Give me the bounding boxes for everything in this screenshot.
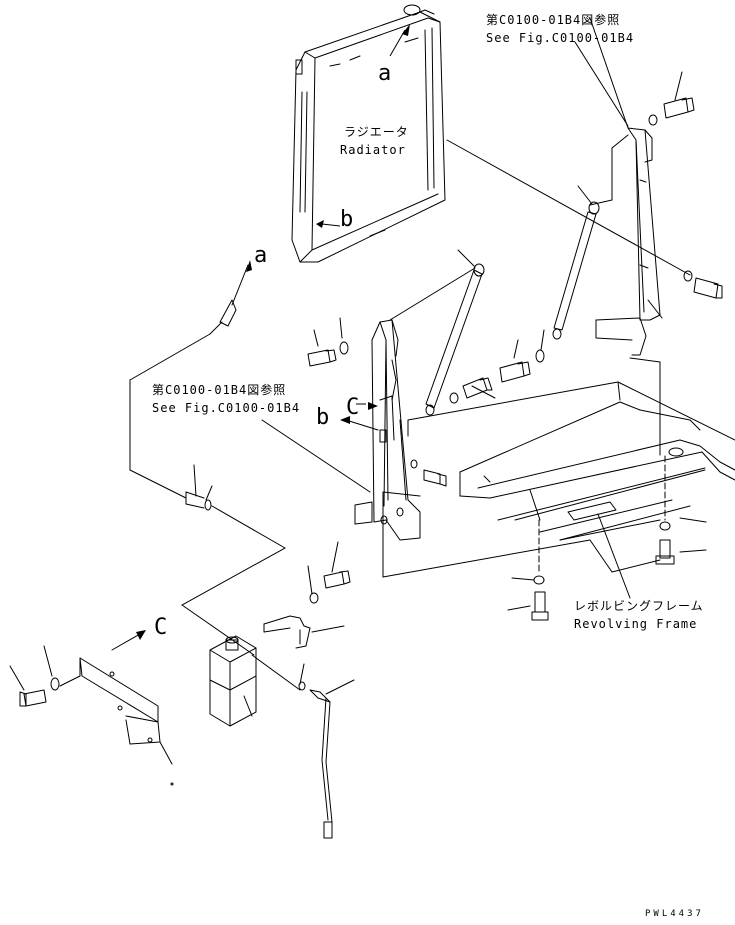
stay-rod-right — [552, 185, 600, 340]
callout-b-radiator: b — [340, 207, 353, 232]
leader-line — [574, 41, 629, 127]
bolt-frame-bottom — [507, 519, 549, 621]
arrow-to-c-tank — [136, 630, 146, 640]
overflow-hose — [129, 264, 286, 656]
leader-line — [589, 17, 629, 129]
ref-top-jp: 第C0100-01B4図参照 — [486, 12, 620, 27]
radiator — [291, 4, 446, 263]
ref-top-en: See Fig.C0100-01B4 — [486, 31, 634, 45]
leader-line — [261, 419, 371, 493]
arrow-to-c-bracket — [368, 402, 378, 410]
bolt-upper-right — [648, 71, 695, 126]
stay-rod-left — [425, 249, 485, 416]
frame-outline — [629, 357, 661, 456]
upper-right-bracket — [589, 127, 663, 356]
bolt-right-side — [683, 270, 723, 299]
leader-line — [111, 633, 141, 651]
frame-outline — [382, 491, 421, 578]
drawing-code: PWL4437 — [645, 909, 704, 919]
bolt-tank-bracket — [9, 645, 81, 707]
ref-mid-jp: 第C0100-01B4図参照 — [152, 382, 286, 397]
revolving-frame — [407, 381, 735, 541]
drain-hose — [251, 654, 355, 839]
leader-line — [597, 513, 631, 599]
bolt-mid-right — [499, 329, 545, 383]
frame-outline — [382, 539, 661, 578]
arrow-a-radiator — [402, 24, 410, 36]
radiator-label-en: Radiator — [340, 143, 406, 157]
callout-b-bracket: b — [316, 405, 329, 430]
ref-mid-en: See Fig.C0100-01B4 — [152, 401, 300, 415]
bolt-center-small — [410, 459, 447, 487]
callout-c-tank-bracket: C — [154, 615, 167, 640]
frame-label-en: Revolving Frame — [574, 617, 697, 631]
callout-a-radiator: a — [378, 61, 391, 86]
arrow-b-radiator — [316, 220, 324, 228]
callout-a-hose: a — [254, 243, 267, 268]
bolt-frame-right — [655, 455, 707, 565]
arrow-a-hose — [246, 260, 252, 272]
leader-line — [345, 419, 379, 431]
bolt-mid-center — [449, 377, 496, 404]
bolt-clamp — [307, 541, 351, 604]
pipe-clamp — [263, 615, 345, 649]
guide-line — [446, 139, 691, 276]
reserve-tank — [209, 635, 257, 727]
tank-bracket — [79, 657, 174, 786]
guide-line — [389, 267, 476, 321]
arrow-b-bracket — [340, 416, 350, 424]
radiator-label-jp: ラジエータ — [344, 125, 409, 139]
frame-label-jp: レボルビングフレーム — [574, 599, 704, 613]
center-bracket — [354, 319, 421, 541]
bolt-center-left — [307, 317, 349, 367]
callout-c-bracket: C — [346, 395, 359, 420]
